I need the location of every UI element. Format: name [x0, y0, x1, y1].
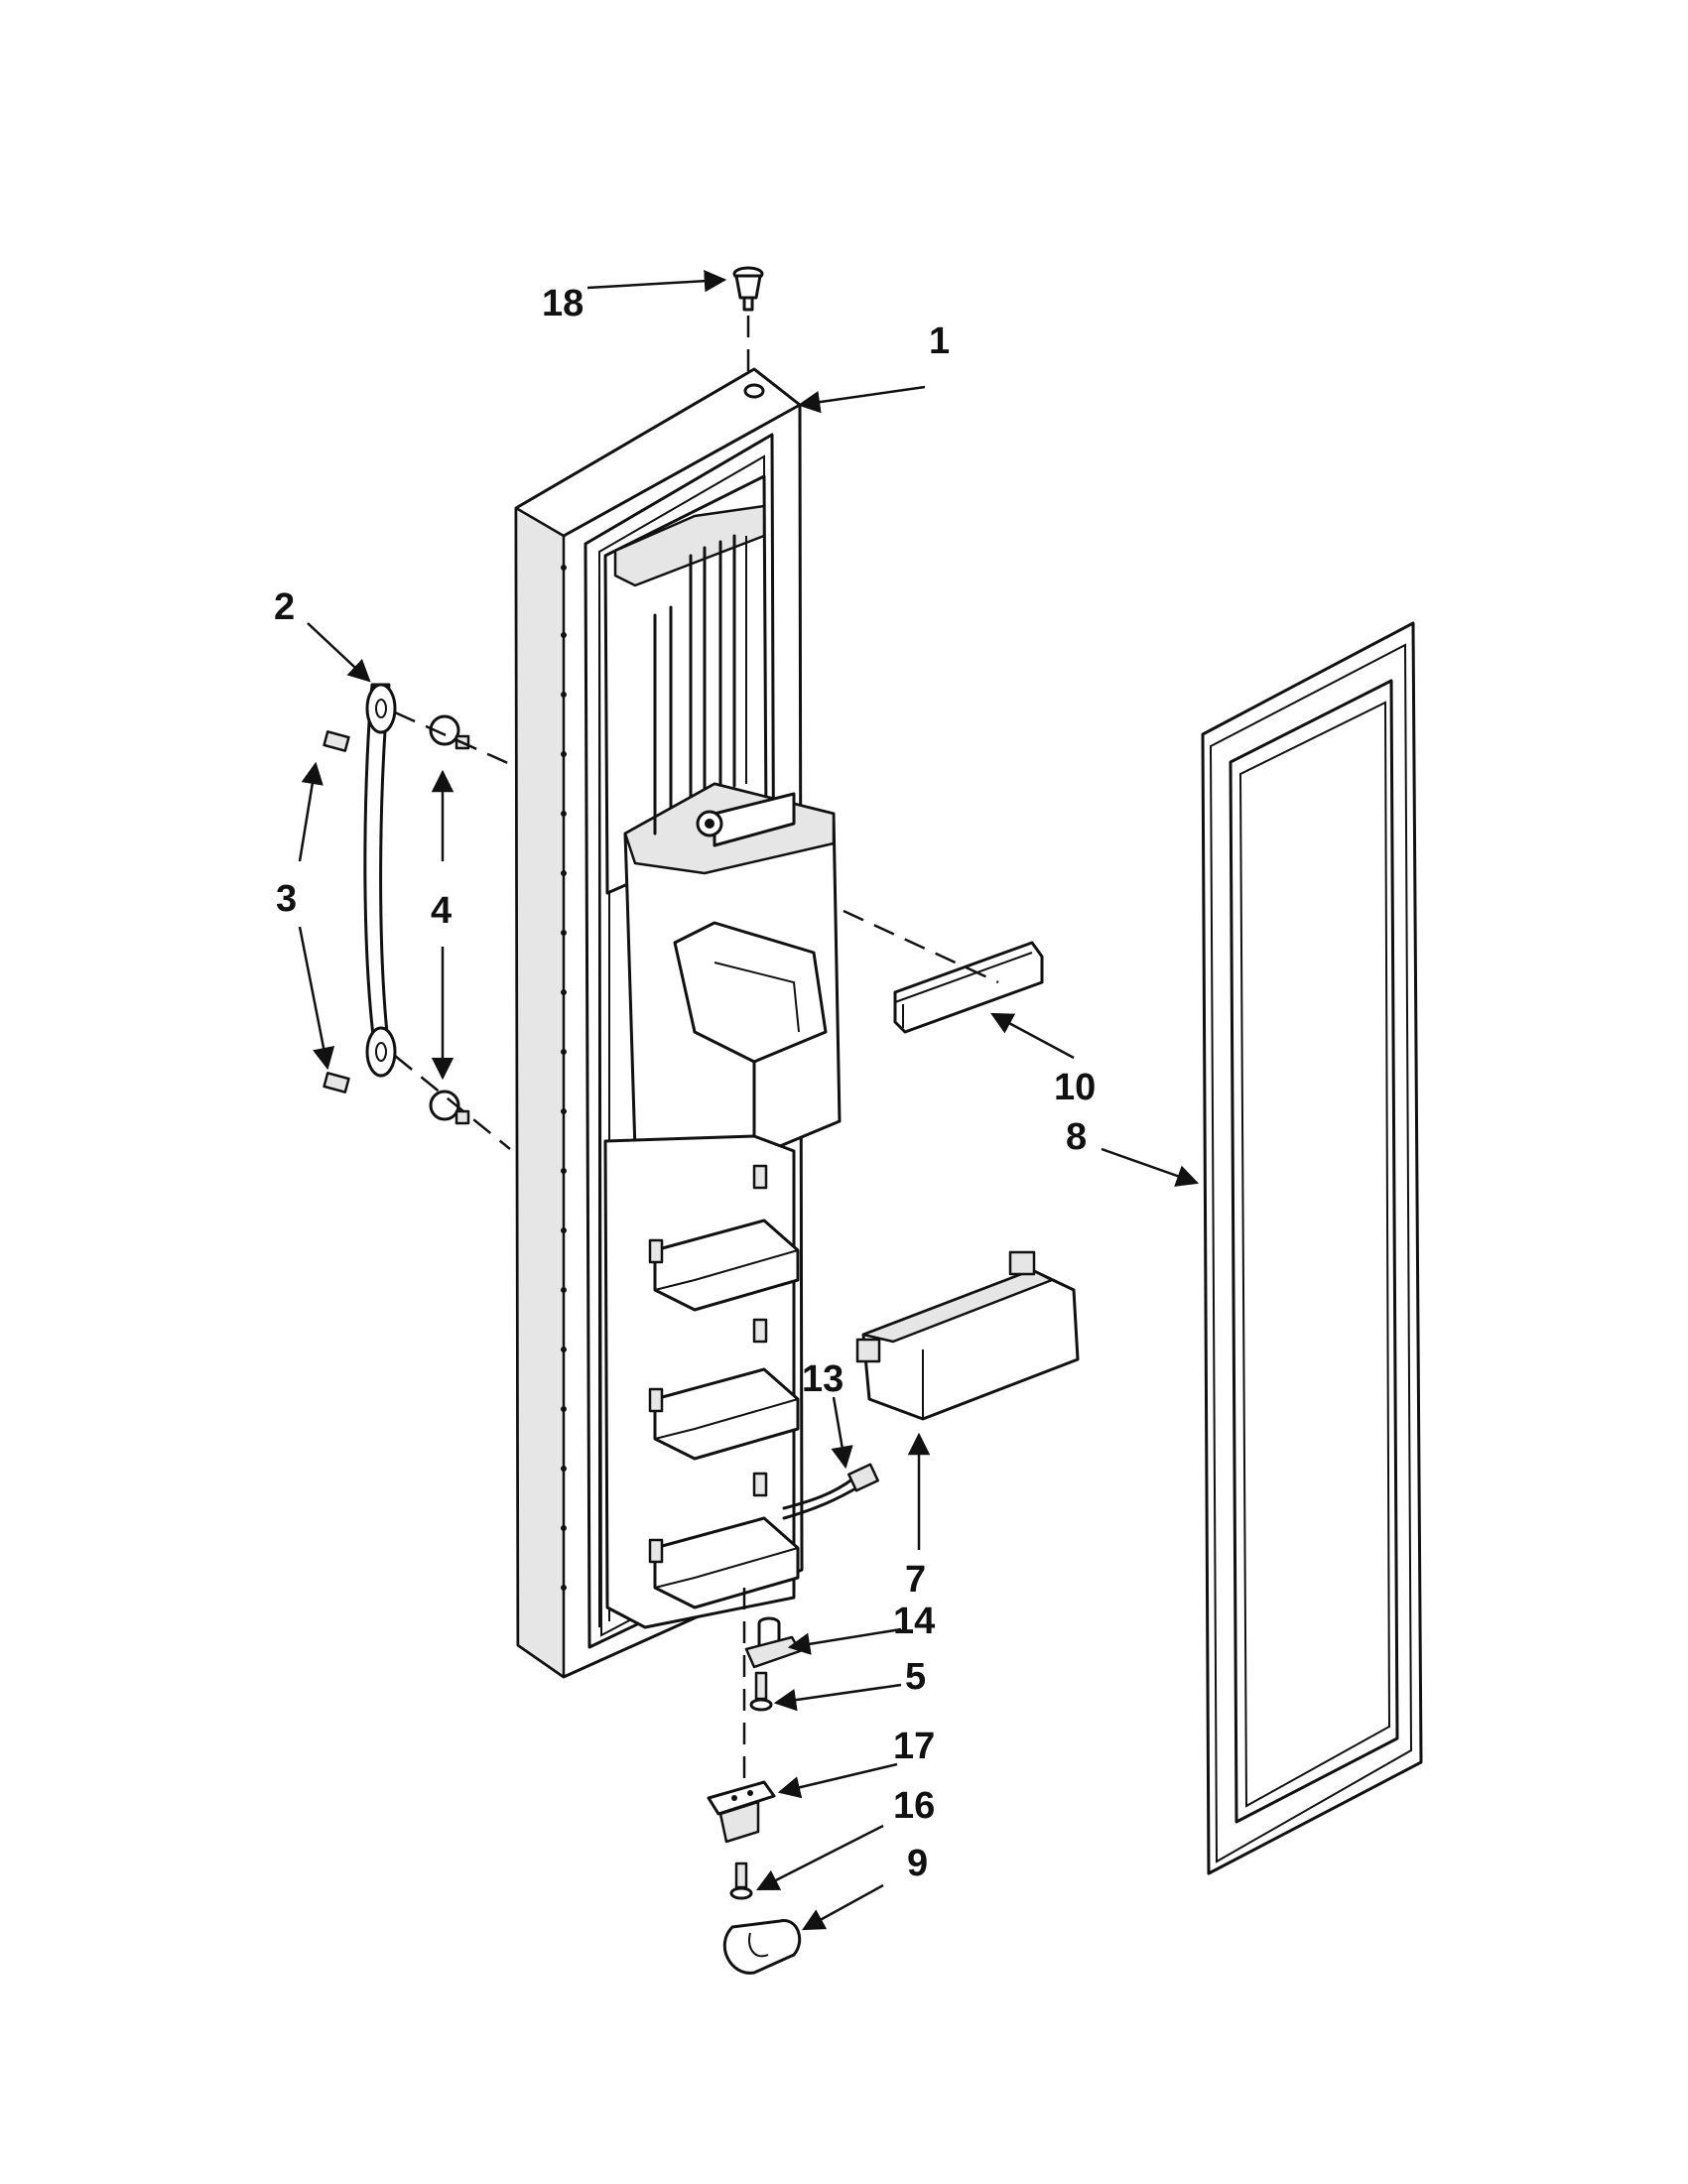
door-rivets	[561, 565, 567, 1591]
lower-hinge-assembly	[707, 1588, 802, 1975]
callout-2: 2	[274, 586, 295, 628]
callout-9: 9	[907, 1843, 928, 1884]
hinge-bushing	[732, 266, 764, 312]
callout-4: 4	[431, 890, 452, 932]
leader-lines	[298, 269, 1200, 1931]
door-gasket	[1201, 621, 1423, 1875]
callout-16: 16	[893, 1785, 935, 1827]
handle-mounts	[429, 714, 470, 1125]
callout-13: 13	[802, 1358, 844, 1400]
callout-14: 14	[893, 1601, 935, 1642]
door-handle	[363, 683, 397, 1078]
callout-3: 3	[276, 878, 297, 920]
callout-5: 5	[905, 1656, 926, 1698]
callout-labels: 18 1 2 3 4 10 8 13 7 14 5 17 16 9	[274, 283, 1096, 1884]
handle-screws	[323, 730, 350, 1093]
dispenser-trim-strip	[893, 941, 1044, 1034]
callout-1: 1	[929, 321, 950, 362]
wire-harness	[782, 1463, 879, 1520]
dispenser-housing	[623, 752, 842, 1163]
callout-10: 10	[1054, 1067, 1096, 1108]
callout-17: 17	[893, 1726, 935, 1767]
door-bin	[855, 1250, 1080, 1421]
callout-18: 18	[542, 283, 584, 324]
callout-7: 7	[905, 1559, 926, 1601]
callout-8: 8	[1066, 1116, 1087, 1158]
door-shelf-area	[603, 1134, 800, 1629]
